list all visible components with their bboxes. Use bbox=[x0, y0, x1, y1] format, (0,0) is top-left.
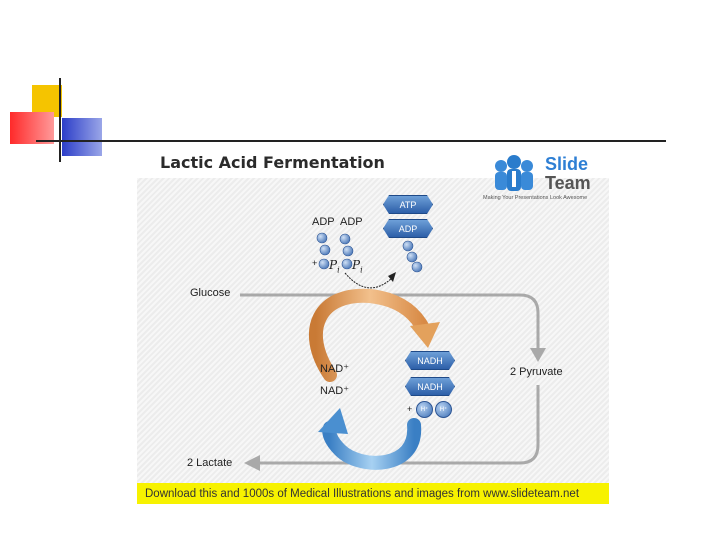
adp-label-2: ADP bbox=[340, 216, 363, 228]
pi-label-2: Pi bbox=[352, 258, 363, 275]
logo-word-team: Team bbox=[545, 173, 591, 193]
adp-phosphate-balls bbox=[316, 232, 354, 270]
diagram-background bbox=[137, 178, 609, 484]
orange-arrow bbox=[308, 288, 431, 382]
download-footer-banner: Download this and 1000s of Medical Illus… bbox=[137, 483, 609, 504]
pathway-line bbox=[240, 293, 540, 465]
plus-sign-h: + bbox=[407, 404, 413, 414]
decor-red-square bbox=[10, 112, 54, 144]
people-icon bbox=[495, 155, 533, 191]
nad-label-1: NAD⁺ bbox=[320, 363, 350, 375]
decor-yellow-square bbox=[32, 85, 62, 117]
plus-sign-pi: + bbox=[312, 258, 318, 268]
pi-label-1: Pi bbox=[329, 258, 340, 275]
orange-arrowhead bbox=[410, 322, 440, 348]
nadh-pill-1: NADH bbox=[405, 351, 455, 370]
pyruvate-arrowhead bbox=[530, 348, 546, 362]
atp-pill: ATP bbox=[383, 195, 433, 214]
adp-label-1: ADP bbox=[312, 216, 335, 228]
atp-phosphate-balls bbox=[402, 240, 423, 273]
blue-arrow bbox=[322, 418, 422, 470]
nad-label-2: NAD⁺ bbox=[320, 385, 350, 397]
logo-word-slide: Slide bbox=[545, 154, 589, 174]
hydrogen-ion-1: H⁺ bbox=[416, 401, 433, 418]
decor-horizontal-line bbox=[36, 140, 666, 142]
decor-vertical-line bbox=[59, 78, 61, 162]
decor-blue-square bbox=[62, 118, 102, 156]
hydrogen-ion-2: H⁺ bbox=[435, 401, 452, 418]
diagram-title: Lactic Acid Fermentation bbox=[160, 153, 385, 172]
blue-arrowhead bbox=[318, 408, 348, 434]
pyruvate-label: 2 Pyruvate bbox=[510, 366, 563, 378]
lactate-arrowhead bbox=[244, 455, 260, 471]
lactate-label: 2 Lactate bbox=[187, 457, 233, 469]
phosphorylation-arrow bbox=[344, 272, 393, 289]
logo-tagline: Making Your Presentations Look Awesome bbox=[483, 195, 588, 201]
glucose-label: Glucose bbox=[190, 287, 231, 299]
adp-pill: ADP bbox=[383, 219, 433, 238]
nadh-pill-2: NADH bbox=[405, 377, 455, 396]
slideteam-logo bbox=[495, 155, 533, 191]
